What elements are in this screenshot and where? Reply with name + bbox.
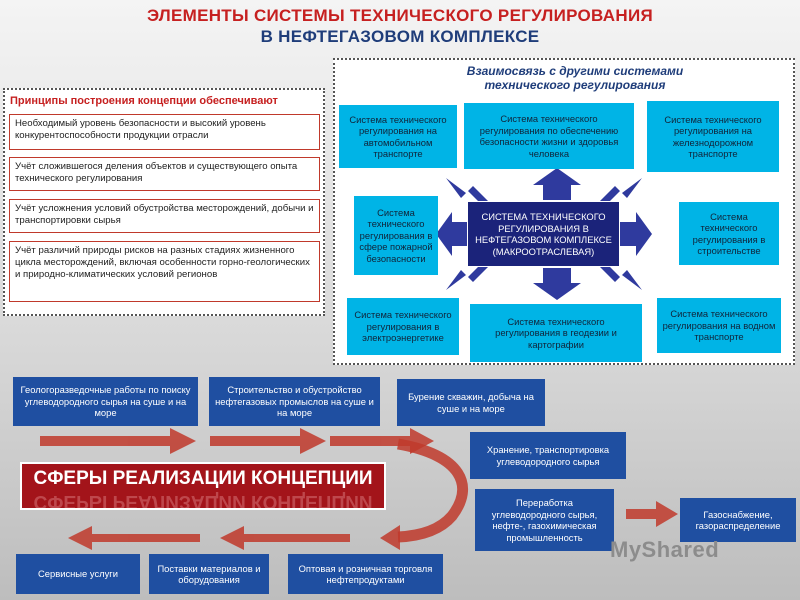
principles-heading: Принципы построения концепции обеспечива… — [10, 95, 278, 107]
relations-heading: Взаимосвязь с другими системами техничес… — [395, 64, 755, 92]
sphere-storage: Хранение, транспортировка углеводородног… — [470, 432, 626, 479]
system-safety: Система технического регулирования по об… — [464, 103, 634, 169]
arrow-right-icon — [620, 212, 652, 256]
sphere-service: Сервисные услуги — [16, 554, 140, 594]
watermark-logo: MyShared — [610, 537, 720, 562]
sphere-supplies: Поставки материалов и оборудования — [149, 554, 269, 594]
curved-flow-arrow-icon — [397, 438, 468, 543]
arrow-down-left-icon — [446, 262, 488, 290]
system-geodesy: Система технического регулирования в гео… — [470, 304, 642, 362]
system-water: Система технического регулирования на во… — [657, 298, 781, 353]
spheres-banner-reflection: СФЕРЫ РЕАЛИЗАЦИИ КОНЦЕПЦИИ — [33, 491, 373, 510]
system-fire: Система технического регулирования в сфе… — [354, 196, 438, 275]
principle-item-1: Необходимый уровень безопасности и высок… — [9, 114, 320, 150]
page-title-line2: В НЕФТЕГАЗОВОМ КОМПЛЕКСЕ — [260, 27, 540, 46]
sphere-gas-supply: Газоснабжение, газораспределение — [680, 498, 796, 542]
system-rail: Система технического регулирования на же… — [647, 101, 779, 172]
sphere-drilling: Бурение скважин, добыча на суше и на мор… — [397, 379, 545, 426]
spheres-banner: СФЕРЫ РЕАЛИЗАЦИИ КОНЦЕПЦИИ СФЕРЫ РЕАЛИЗА… — [20, 462, 386, 510]
spheres-banner-text: СФЕРЫ РЕАЛИЗАЦИИ КОНЦЕПЦИИ — [33, 468, 373, 489]
arrow-up-icon — [533, 168, 581, 200]
flow-arrow-6-icon — [626, 501, 678, 527]
arrow-up-right-icon — [600, 178, 642, 206]
arrow-down-icon — [533, 268, 581, 300]
curved-arrow-head-icon — [380, 525, 400, 550]
system-power: Система технического регулирования в эле… — [347, 298, 459, 355]
relations-heading-line1: Взаимосвязь с другими системами — [466, 64, 684, 78]
system-auto: Система технического регулирования на ав… — [339, 105, 457, 168]
arrow-down-right-icon — [600, 262, 642, 290]
sphere-trade: Оптовая и розничная торговля нефтепродук… — [288, 554, 443, 594]
arrow-up-left-icon — [446, 178, 488, 206]
arrow-left-icon — [436, 212, 467, 256]
system-construction: Система технического регулирования в стр… — [679, 202, 779, 265]
sphere-exploration: Геологоразведочные работы по поиску угле… — [13, 377, 198, 426]
flow-arrow-4-icon — [220, 526, 350, 550]
flow-arrow-1-icon — [40, 428, 196, 454]
flow-arrow-2-icon — [210, 428, 326, 454]
sphere-processing: Переработка углеводородного сырья, нефте… — [475, 489, 614, 551]
sphere-building: Строительство и обустройство нефтегазовы… — [209, 377, 380, 426]
principle-item-3: Учёт усложнения условий обустройства мес… — [9, 199, 320, 233]
relations-heading-line2: технического регулирования — [484, 78, 666, 92]
flow-arrow-5-icon — [68, 526, 200, 550]
central-system: СИСТЕМА ТЕХНИЧЕСКОГО РЕГУЛИРОВАНИЯ В НЕФ… — [467, 201, 620, 267]
flow-arrow-3-icon — [330, 428, 434, 454]
page-title-line1: ЭЛЕМЕНТЫ СИСТЕМЫ ТЕХНИЧЕСКОГО РЕГУЛИРОВА… — [147, 6, 653, 25]
principle-item-4: Учёт различий природы рисков на разных с… — [9, 241, 320, 302]
principle-item-2: Учёт сложившегося деления объектов и сущ… — [9, 157, 320, 191]
